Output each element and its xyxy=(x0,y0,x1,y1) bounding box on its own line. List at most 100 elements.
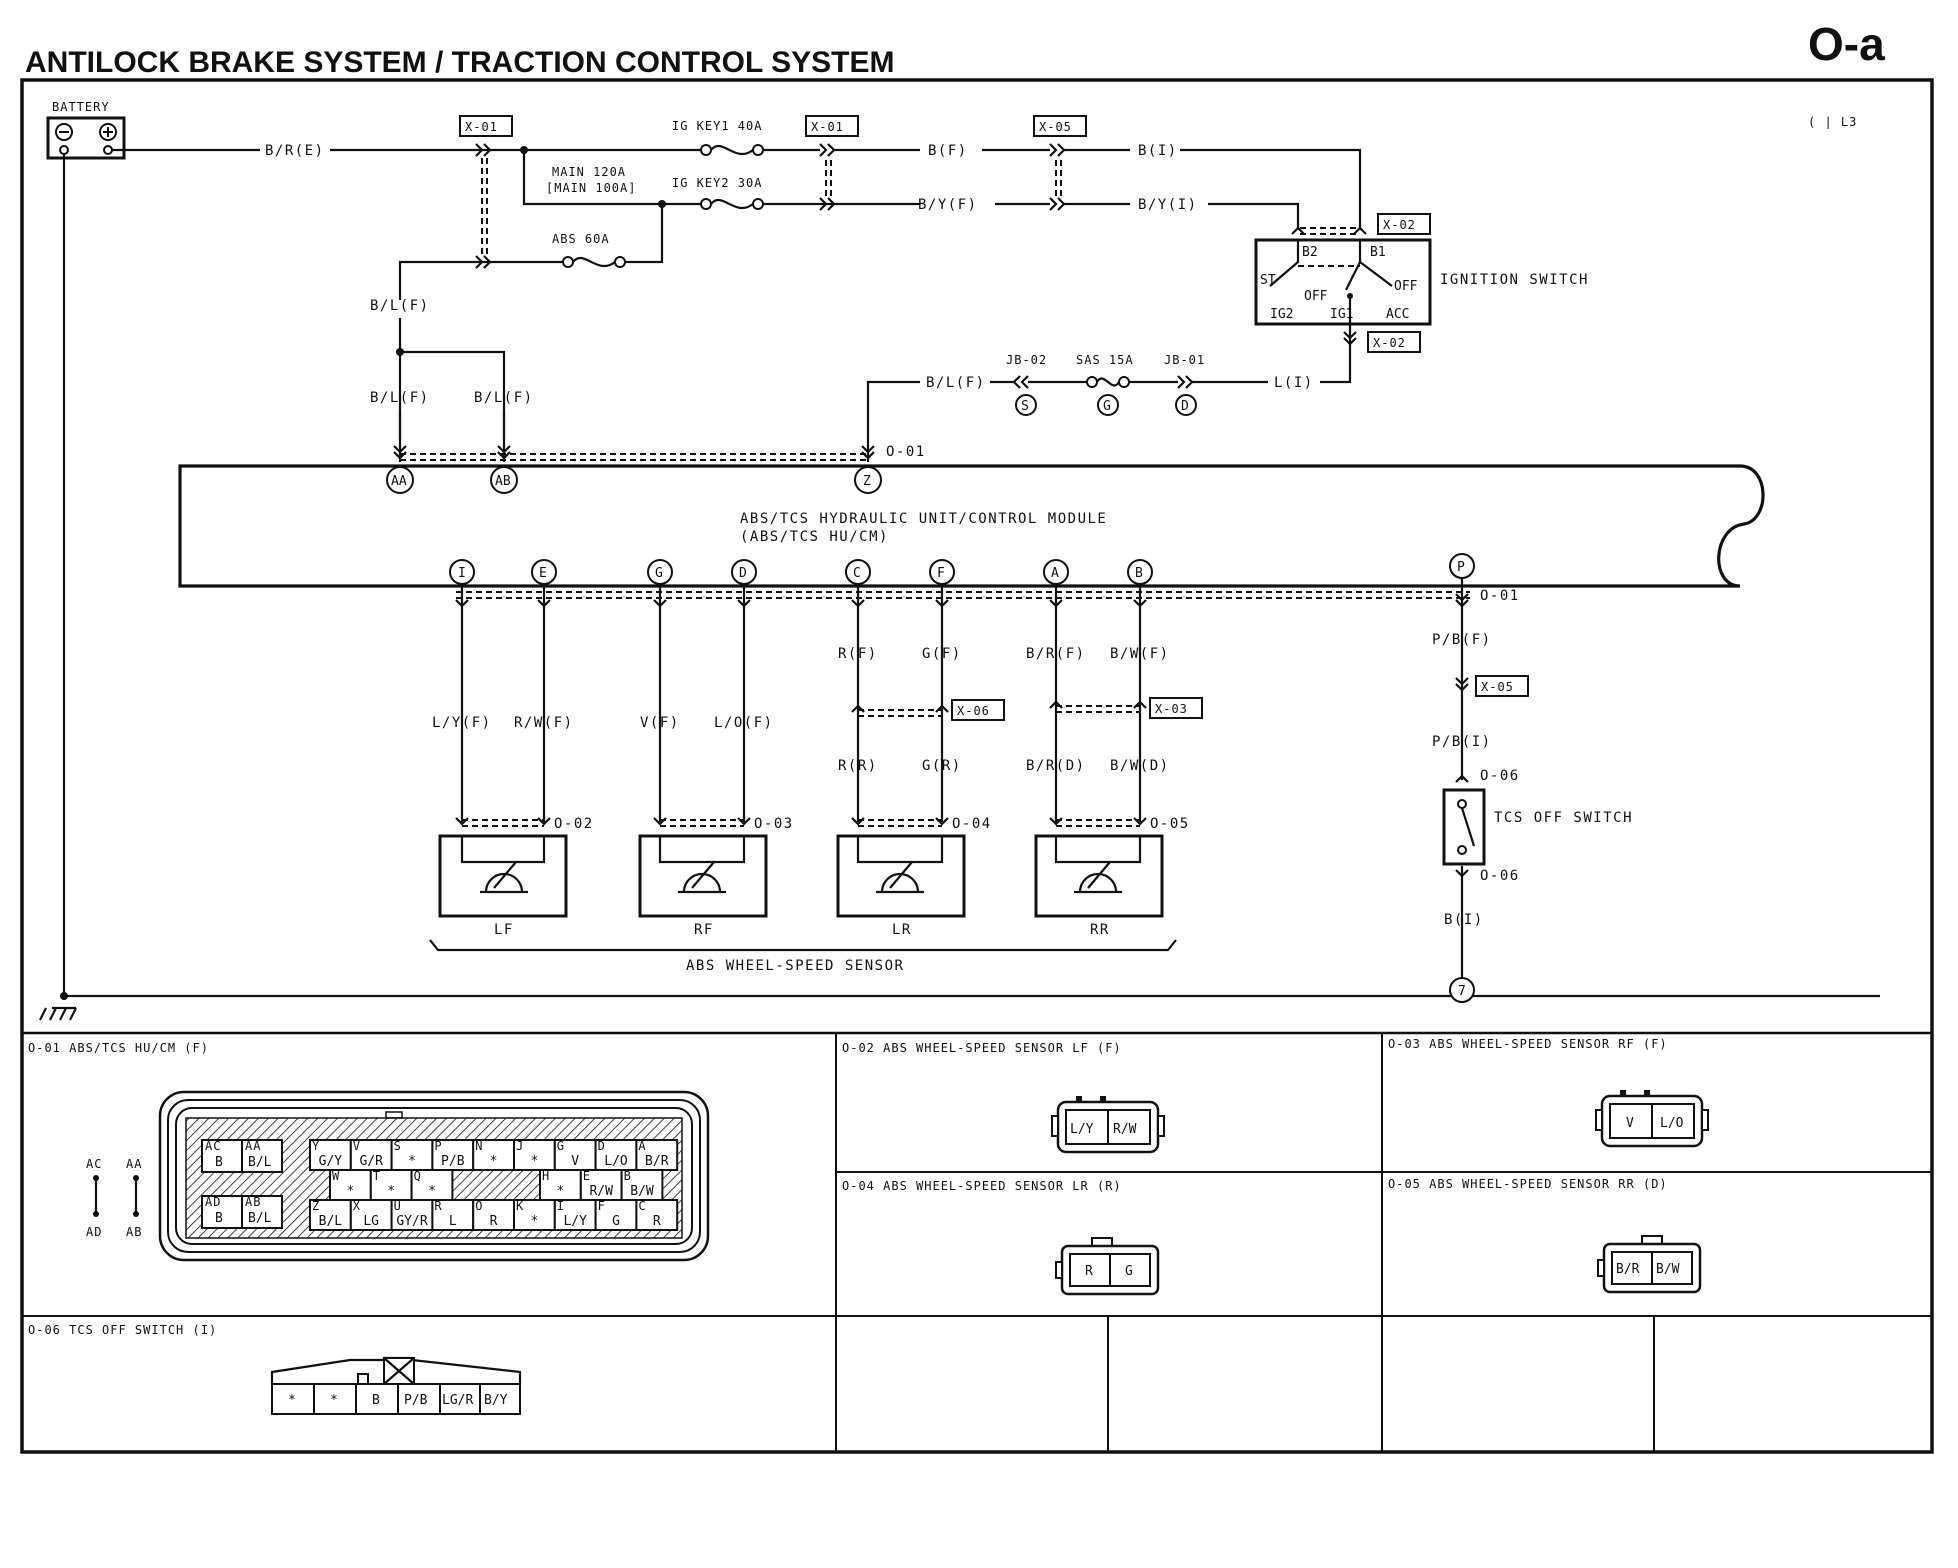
ign-b2: B2 xyxy=(1302,245,1318,260)
connector-x01-left xyxy=(459,115,513,137)
o01-pin-value: * xyxy=(530,1154,538,1169)
wire-label-b-l-f-2: B/L(F) xyxy=(370,390,430,406)
o01-pin-cell: CR xyxy=(635,1199,679,1231)
connector-x01-label: X-01 xyxy=(465,120,498,134)
sensor-group-label: ABS WHEEL-SPEED SENSOR xyxy=(686,958,904,974)
tcs-off-switch-label: TCS OFF SWITCH xyxy=(1494,810,1633,826)
connector-x02b xyxy=(1367,331,1421,353)
o01-pin-key: X xyxy=(353,1199,361,1213)
o01-cell-ad-key: AD xyxy=(205,1195,221,1209)
wire-label-b-r-d: B/R(D) xyxy=(1026,758,1086,774)
connector-o05: B/R B/W xyxy=(1597,1235,1702,1294)
connector-arrow-icon xyxy=(455,817,1147,826)
connector-link xyxy=(462,819,1140,827)
o01-pin-cell: H* xyxy=(539,1169,582,1201)
o01-pin-key: V xyxy=(353,1139,361,1153)
o01-pin-cell: J* xyxy=(513,1139,556,1171)
o01-pin-key: F xyxy=(598,1199,606,1213)
panel-o04-title: O-04 ABS WHEEL-SPEED SENSOR LR (R) xyxy=(842,1179,1122,1193)
o01-pin-value: * xyxy=(490,1154,498,1169)
connector-x01b-label: X-01 xyxy=(811,120,844,134)
battery: BATTERY xyxy=(46,100,126,160)
connector-arrow-icon xyxy=(475,143,492,157)
panel-o05-title: O-05 ABS WHEEL-SPEED SENSOR RR (D) xyxy=(1388,1177,1668,1191)
sensor-lf-label: LF xyxy=(494,922,514,938)
connector-x05-label: X-05 xyxy=(1039,120,1072,134)
wire-label-r-f: R(F) xyxy=(838,646,878,662)
ref-o06-top: O-06 xyxy=(1480,768,1520,784)
cavity-closed-icon xyxy=(383,1357,415,1385)
wire-label-b-w-d: B/W(D) xyxy=(1110,758,1170,774)
ground-node-label: 7 xyxy=(1458,984,1466,999)
ref-o03: O-03 xyxy=(754,816,794,832)
jb-term-s xyxy=(1015,394,1037,416)
o01-cell-ab-val: B/L xyxy=(248,1211,272,1226)
o01-pin-cell: AB/R xyxy=(635,1139,679,1171)
module-pin-z-label: Z xyxy=(863,474,871,489)
o03-pin-2: L/O xyxy=(1660,1116,1684,1131)
connector-arrow-icon xyxy=(819,143,836,157)
connector-arrow-icon xyxy=(1455,869,1469,878)
connector-x05b xyxy=(1475,675,1529,697)
o01-pin-cell: T* xyxy=(369,1169,413,1201)
sensor-wires xyxy=(460,584,1142,822)
fuse-igkey2-label: IG KEY2 30A xyxy=(672,176,762,190)
connector-x03 xyxy=(1149,697,1203,719)
sensor-coil-icon xyxy=(1054,836,1142,894)
connector-arrow-icon xyxy=(1455,677,1469,692)
o01-pin-cell: N* xyxy=(472,1139,516,1171)
o01-pin-value: B/R xyxy=(645,1154,669,1169)
connector-link xyxy=(456,591,1470,599)
module-pin-d: D xyxy=(739,566,747,581)
o01-pin-cell: Q* xyxy=(410,1169,454,1201)
o01-pin-value: B/W xyxy=(630,1184,654,1199)
o01-pin-cell: K* xyxy=(513,1199,556,1231)
o01-pin-cell: IL/Y xyxy=(553,1199,597,1231)
panel-o01-title: O-01 ABS/TCS HU/CM (F) xyxy=(28,1041,209,1055)
o01-pin-value: B/L xyxy=(319,1214,343,1229)
short-bar-icon xyxy=(94,1176,138,1216)
o01-pin-cell: W* xyxy=(329,1169,372,1201)
connector-arrow-icon xyxy=(1455,774,1469,783)
o01-pin-value: R/W xyxy=(589,1184,613,1199)
ref-o01-top: O-01 xyxy=(886,444,926,460)
wire-label-b-l-f-1: B/L(F) xyxy=(370,298,430,314)
connector-arrow-icon xyxy=(1291,226,1367,235)
ref-o05: O-05 xyxy=(1150,816,1190,832)
connector-arrow-icon xyxy=(1343,331,1357,346)
ign-ig1: IG1 xyxy=(1330,307,1353,322)
fuse-igkey2-icon xyxy=(710,198,754,210)
o06-pin-4: P/B xyxy=(404,1393,428,1408)
connector-arrow-icon xyxy=(819,197,836,211)
side-ad: AD xyxy=(86,1225,102,1239)
o02-pin-1: L/Y xyxy=(1070,1122,1094,1137)
connector-link xyxy=(858,705,1140,717)
panel-o06-title: O-06 TCS OFF SWITCH (I) xyxy=(28,1323,217,1337)
o06-pin-3: B xyxy=(372,1393,380,1408)
sensor-rf-label: RF xyxy=(694,922,714,938)
o01-cell-ad-val: B xyxy=(215,1211,223,1226)
module-pin-f: F xyxy=(937,566,945,581)
tcs-off-switch: TCS OFF SWITCH xyxy=(1442,788,1633,866)
fuse-sas-label: SAS 15A xyxy=(1076,353,1134,367)
connector-arrow-icon xyxy=(851,700,1147,713)
fuse-igkey1-icon xyxy=(710,144,754,156)
connector-x02b-label: X-02 xyxy=(1373,336,1406,350)
o01-cell-ab xyxy=(241,1195,283,1229)
o01-cell-ac-val: B xyxy=(215,1155,223,1170)
module-pin-b: B xyxy=(1135,566,1143,581)
module-pin-aa-label: AA xyxy=(391,474,407,489)
ref-o04: O-04 xyxy=(952,816,992,832)
jb01-label: JB-01 xyxy=(1164,353,1205,367)
sensor-coil-icon xyxy=(856,836,944,894)
o01-pin-cell: BB/W xyxy=(620,1169,664,1201)
connector-x05b-label: X-05 xyxy=(1481,680,1514,694)
o06-pin-1: * xyxy=(288,1393,296,1408)
ign-acc: ACC xyxy=(1386,307,1409,322)
wire-label-b-r-f: B/R(F) xyxy=(1026,646,1086,662)
panel-o02-title: O-02 ABS WHEEL-SPEED SENSOR LF (F) xyxy=(842,1041,1122,1055)
o01-pin-key: B xyxy=(624,1169,632,1183)
connector-link xyxy=(400,453,868,461)
o01-pin-key: Q xyxy=(414,1169,422,1183)
sensor-coil-icon xyxy=(460,836,546,894)
